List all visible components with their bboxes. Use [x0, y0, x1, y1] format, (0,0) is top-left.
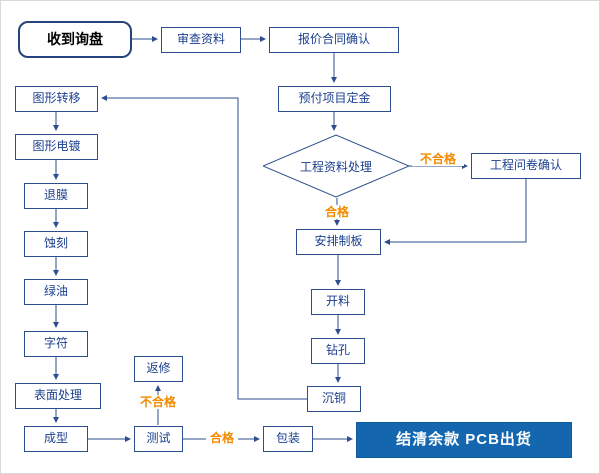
node-film-stripping: 退膜	[24, 183, 88, 209]
node-quote-contract-confirm: 报价合同确认	[269, 27, 399, 53]
label-pass-testing: 合格	[206, 431, 238, 445]
node-silkscreen: 字符	[24, 331, 88, 357]
node-repair: 返修	[134, 356, 183, 382]
node-schedule-production: 安排制板	[296, 229, 381, 255]
label-fail-testing: 不合格	[135, 395, 181, 409]
diamond-shape	[263, 134, 409, 198]
node-receive-inquiry: 收到询盘	[18, 21, 132, 58]
node-pattern-transfer: 图形转移	[15, 86, 98, 112]
decision-engineering-data-label: 工程资料处理	[299, 159, 372, 174]
node-etching: 蚀刻	[24, 231, 88, 257]
node-packing: 包装	[263, 426, 313, 452]
label-pass-engineering: 合格	[321, 205, 353, 219]
node-engineering-questionnaire: 工程问卷确认	[471, 153, 581, 179]
node-final-shipment: 结清余款 PCB出货	[356, 422, 572, 458]
node-drilling: 钻孔	[311, 338, 365, 364]
node-surface-finish: 表面处理	[15, 383, 101, 409]
node-forming: 成型	[24, 426, 88, 452]
node-cutting: 开料	[311, 289, 365, 315]
label-fail-engineering: 不合格	[412, 152, 464, 166]
node-review-documents: 审查资料	[161, 27, 241, 53]
node-prepay-deposit: 预付项目定金	[278, 86, 391, 112]
node-testing: 测试	[134, 426, 183, 452]
decision-engineering-data: 工程资料处理	[263, 134, 409, 198]
node-solder-mask: 绿油	[24, 279, 88, 305]
node-pattern-plating: 图形电镀	[15, 134, 98, 160]
node-copper-deposition: 沉铜	[307, 386, 361, 412]
